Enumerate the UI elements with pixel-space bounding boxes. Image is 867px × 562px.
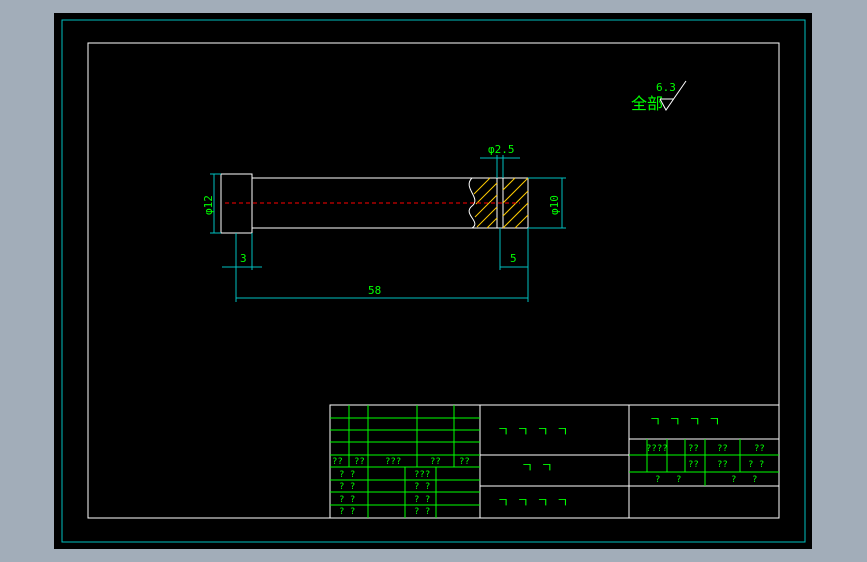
dim-head-diameter: φ12 — [202, 195, 215, 215]
tb-cell: ??? — [414, 470, 430, 480]
tb-cell: ? ? — [339, 507, 355, 517]
tb-cell: ?? — [430, 457, 441, 467]
dimension-lines — [210, 155, 566, 302]
tb-cell: ?? — [688, 460, 699, 470]
tb-cell: ?? — [717, 460, 728, 470]
title-block — [329, 404, 780, 519]
tb-cell: ? — [676, 475, 681, 485]
tb-cell: ??? — [385, 457, 401, 467]
roughness-value: 6.3 — [656, 81, 676, 94]
dim-total-length: 58 — [368, 284, 381, 297]
tb-right-title: ㄱ ㄱ ㄱ ㄱ — [649, 415, 720, 430]
tb-cell: ? ? — [339, 495, 355, 505]
tb-cell: ???? — [646, 444, 668, 454]
roughness-prefix: 全部 — [631, 94, 663, 113]
dim-head-length: 3 — [240, 252, 247, 265]
tb-cell: ? ? — [414, 482, 430, 492]
tb-cell: ? ? — [414, 495, 430, 505]
tb-cell: ?? — [332, 457, 343, 467]
tb-cell: ? ? — [339, 470, 355, 480]
dim-body-diameter: φ10 — [548, 195, 561, 215]
tb-cell: ? — [655, 475, 660, 485]
tb-middle-row2: ㄱ ㄱ — [521, 461, 553, 476]
inner-frame — [87, 42, 780, 519]
tb-cell: ? ? — [414, 507, 430, 517]
tb-cell: ? ? — [748, 460, 764, 470]
section-hatch — [473, 177, 529, 229]
tb-cell: ?? — [354, 457, 365, 467]
drawing-sheet — [54, 13, 812, 549]
roughness-symbol — [659, 80, 687, 111]
tb-cell: ?? — [717, 444, 728, 454]
tb-cell: ?? — [754, 444, 765, 454]
tb-cell: ? — [752, 475, 757, 485]
tb-cell: ? ? — [339, 482, 355, 492]
tb-middle-row1: ㄱ ㄱ ㄱ ㄱ — [497, 425, 568, 440]
dim-hole-diameter: φ2.5 — [488, 143, 515, 156]
tb-cell: ? — [731, 475, 736, 485]
outer-frame — [61, 19, 806, 543]
dim-hole-position: 5 — [510, 252, 517, 265]
tb-cell: ?? — [688, 444, 699, 454]
tb-middle-row3: ㄱ ㄱ ㄱ ㄱ — [497, 496, 568, 511]
tb-cell: ?? — [459, 457, 470, 467]
break-line — [468, 177, 476, 229]
